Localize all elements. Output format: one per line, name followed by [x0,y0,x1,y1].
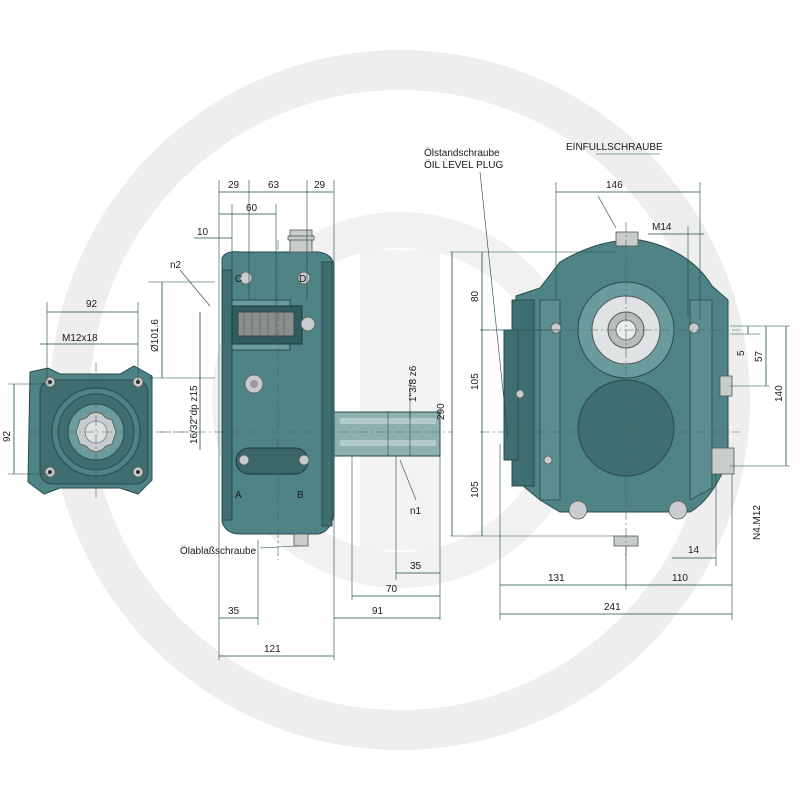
oil-level-label-de: Ölstandschraube [424,147,500,159]
bore-diameter: Ø101.6 [150,319,161,352]
label-n1: n1 [410,506,422,517]
shaft-spec: 1"3/8 z6 [408,365,419,402]
dim-70: 70 [386,584,398,595]
front-flange-view [27,362,195,500]
rear-view-dimensions: Ölstandschraube ÖIL LEVEL PLUG EINFULLSC… [424,142,790,620]
dim-121: 121 [264,644,281,655]
dim-91: 91 [372,606,384,617]
drain-plug-label: Ölablaßschraube [180,545,257,557]
letter-b: B [297,490,304,501]
dim-105b: 105 [470,481,481,498]
dim-105a: 105 [470,373,481,390]
left-dimensions: 92 M12x18 92 [2,299,139,475]
dim-10: 10 [197,227,209,238]
spline-spec: 16/32"dp z15 [189,385,200,444]
thread-m14: M14 [652,222,672,233]
dim-14: 14 [688,545,700,556]
dim-60: 60 [246,203,258,214]
dim-left-height: 92 [2,430,13,442]
side-view-dimensions: 29 63 29 60 10 n2 Ø101.6 16/32"dp z15 1"… [148,180,447,660]
dim-29b: 29 [314,180,326,191]
letter-d: D [299,274,306,285]
dim-290: 290 [436,403,447,420]
thread-m12x18: M12x18 [62,333,98,344]
dim-left-width: 92 [86,299,98,310]
label-n2: n2 [170,260,182,271]
thread-n4m12: N4.M12 [752,505,763,540]
fill-plug-label: EINFULLSCHRAUBE [566,142,663,153]
dim-35b: 35 [410,561,422,572]
dim-146: 146 [606,180,623,191]
side-view-letters: C D A B [235,274,306,501]
rear-view [480,222,740,560]
side-view [160,229,452,560]
dim-35: 35 [228,606,240,617]
dim-241: 241 [604,602,621,613]
oil-level-label-en: ÖIL LEVEL PLUG [424,159,504,171]
dim-5: 5 [736,350,747,356]
dim-29a: 29 [228,180,240,191]
dim-110: 110 [672,573,688,584]
dim-131: 131 [548,573,565,584]
dim-80: 80 [470,290,481,302]
letter-a: A [235,490,242,501]
dim-57: 57 [754,350,765,362]
dim-63: 63 [268,180,280,191]
letter-c: C [235,274,242,285]
dim-140: 140 [774,385,785,402]
